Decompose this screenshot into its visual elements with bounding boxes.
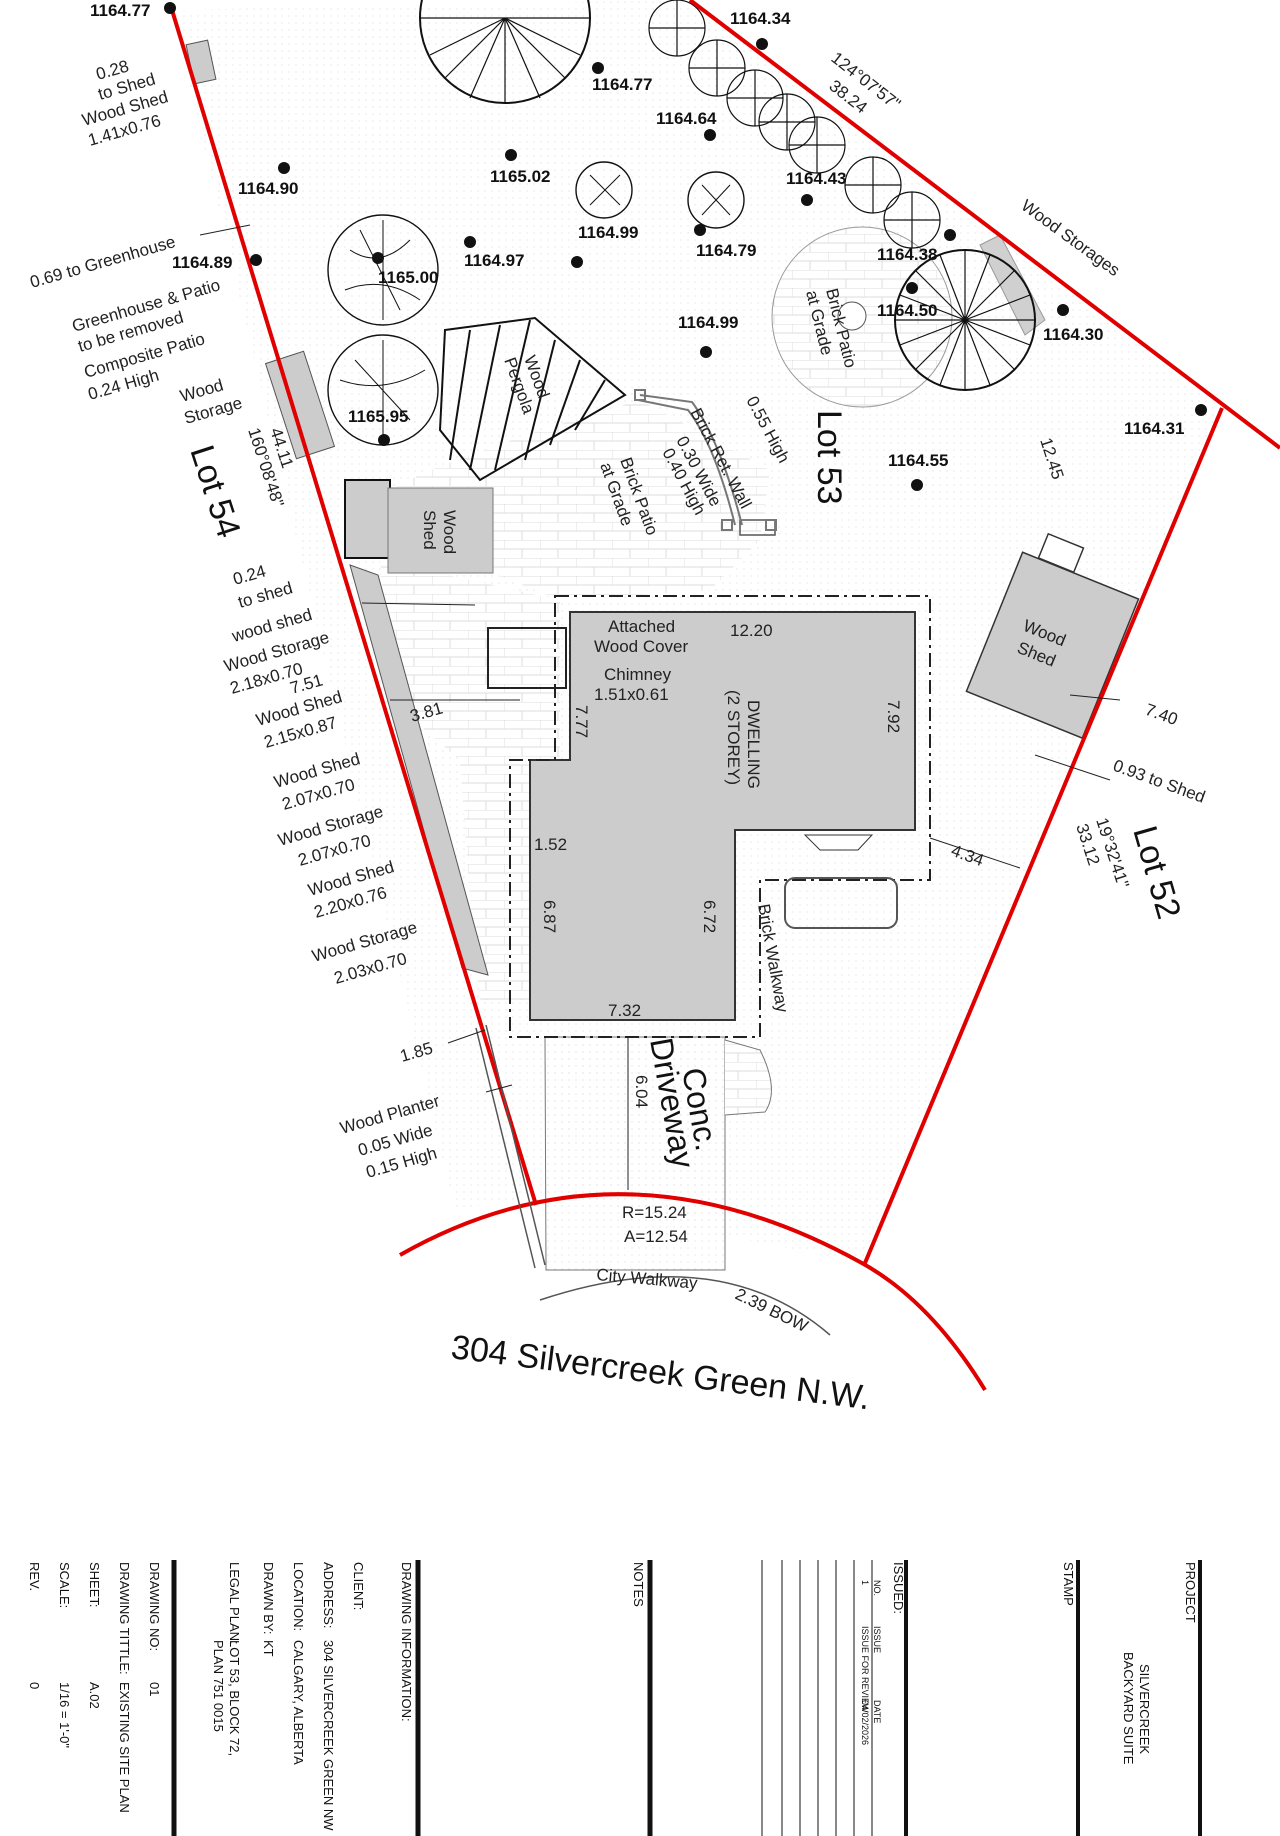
tb-info-heading: DRAWING INFORMATION: [399, 1562, 414, 1722]
label-dwelling-2: (2 STOREY) [724, 690, 743, 785]
tree-large-right [894, 249, 1036, 391]
property-lines [170, 0, 1280, 1392]
lot-52-label: Lot 52 [1125, 822, 1188, 923]
tb-no-value: 01 [147, 1682, 162, 1696]
tb-drawn-value: KT [261, 1640, 276, 1657]
label-attached-2: Wood Cover [594, 637, 689, 656]
elev-8: 1164.99 [578, 223, 639, 242]
dwelling [487, 519, 931, 1038]
label-chimney-1: Chimney [604, 665, 672, 684]
tb-sheet-value: A.02 [87, 1682, 102, 1709]
label-d-732: 7.32 [608, 1001, 641, 1020]
elev-12: 1164.79 [696, 241, 757, 260]
tb-rev-label: REV. [27, 1562, 42, 1591]
tb-no-label: DRAWING NO: [147, 1562, 162, 1651]
pergola [438, 316, 627, 482]
label-d-152: 1.52 [534, 835, 567, 854]
elev-11: 1164.97 [464, 251, 525, 270]
elev-6: 1165.02 [490, 167, 551, 186]
retaining-wall [634, 389, 777, 531]
outbuildings [185, 39, 1140, 976]
label-arc: A=12.54 [624, 1227, 688, 1246]
label-d-672: 6.72 [700, 900, 719, 933]
tb-location-label: LOCATION: [291, 1562, 306, 1631]
elevation-labels: 1164.77 1164.34 1164.77 1164.64 1164.90 … [90, 1, 1185, 470]
label-shed-024-1: 0.24 [231, 561, 268, 588]
lot-53-label: Lot 53 [810, 410, 848, 505]
label-d-604: 6.04 [632, 1075, 651, 1108]
tb-stamp-heading: STAMP [1061, 1562, 1076, 1606]
label-chimney-2: 1.51x0.61 [594, 685, 669, 704]
elev-7: 1164.43 [786, 169, 847, 188]
label-d-687: 6.87 [540, 900, 559, 933]
tb-issued-col-date: DATE [872, 1700, 882, 1723]
tree-large-top [419, 0, 591, 104]
elev-9: 1164.89 [172, 253, 233, 272]
tb-issued-heading: ISSUED: [891, 1562, 906, 1614]
tb-title-value: EXISTING SITE PLAN [117, 1682, 132, 1813]
label-d-1220: 12.20 [730, 621, 773, 640]
tb-rev-value: 0 [27, 1682, 42, 1689]
label-wood-shed-mid-2: Shed [420, 510, 439, 550]
tb-scale-label: SCALE: [57, 1562, 72, 1608]
tb-address-value: 304 SILVERCREEK GREEN NW [321, 1640, 336, 1831]
tb-issued-col-no: NO. [872, 1580, 882, 1596]
label-d-740: 7.40 [1143, 700, 1181, 729]
tb-project-2: BACKYARD SUITE [1121, 1652, 1136, 1765]
elev-2: 1164.34 [730, 9, 791, 28]
tb-drawn-label: DRAWN BY: [261, 1562, 276, 1634]
tb-project-1: SILVERCREEK [1137, 1664, 1152, 1754]
elev-15: 1164.30 [1043, 325, 1104, 344]
dimension-lines [199, 224, 1121, 1190]
elev-17: 1165.95 [348, 407, 409, 426]
elev-16: 1164.99 [678, 313, 739, 332]
tb-location-value: CALGARY, ALBERTA [291, 1640, 306, 1765]
tree-line [648, 0, 941, 249]
tb-notes-heading: NOTES [631, 1562, 646, 1607]
tb-title-label: DRAWING TITTLE: [117, 1562, 132, 1675]
tb-issued-row-date: 04/02/2026 [860, 1700, 870, 1745]
title-block: REV. 0 SCALE: 1/16 = 1'-0" SHEET: A.02 D… [27, 1560, 1202, 1836]
elev-19: 1164.55 [888, 451, 949, 470]
label-d-792: 7.92 [884, 700, 903, 733]
tb-issued-row-no: 1 [860, 1580, 870, 1585]
elev-4: 1164.64 [656, 109, 717, 128]
elev-3: 1164.77 [592, 75, 653, 94]
tb-issued-col-issue: ISSUE [872, 1626, 882, 1653]
elev-1: 1164.77 [90, 1, 151, 20]
tb-client-label: CLIENT: [351, 1562, 366, 1610]
tb-address-label: ADDRESS: [321, 1562, 336, 1628]
elev-18: 1164.31 [1124, 419, 1185, 438]
driveway [544, 1036, 772, 1271]
label-greenhouse-dist: 0.69 to Greenhouse [28, 232, 178, 292]
label-bow: 2.39 BOW [732, 1285, 811, 1336]
label-dwelling-1: DWELLING [744, 700, 763, 789]
elev-5: 1164.90 [238, 179, 299, 198]
tb-legal-value-2: PLAN 751 0015 [211, 1640, 226, 1732]
street-name: 304 Silvercreek Green N.W. [449, 1328, 872, 1417]
tb-scale-value: 1/16 = 1'-0" [57, 1682, 72, 1748]
label-wood-shed-mid-1: Wood [440, 510, 459, 554]
lot-54-label: Lot 54 [182, 441, 247, 543]
tb-sheet-label: SHEET: [87, 1562, 102, 1608]
label-d-777: 7.77 [572, 705, 591, 738]
tb-legal-label: LEGAL PLAN: [227, 1562, 242, 1645]
elevation-markers [164, 2, 1207, 491]
label-shed-093: 0.93 to Shed [1111, 756, 1208, 807]
elev-13: 1164.38 [877, 245, 938, 264]
label-radius: R=15.24 [622, 1203, 687, 1222]
label-attached-1: Attached [608, 617, 675, 636]
tb-legal-value-1: LOT 53, BLOCK 72, [227, 1640, 242, 1756]
tb-issued-row-issue: ISSUE FOR REVIEW [860, 1626, 870, 1713]
tb-project-heading: PROJECT [1183, 1562, 1198, 1623]
elev-10: 1165.00 [378, 268, 439, 287]
elev-14: 1164.50 [877, 301, 938, 320]
city-walkway-line [475, 1024, 831, 1336]
